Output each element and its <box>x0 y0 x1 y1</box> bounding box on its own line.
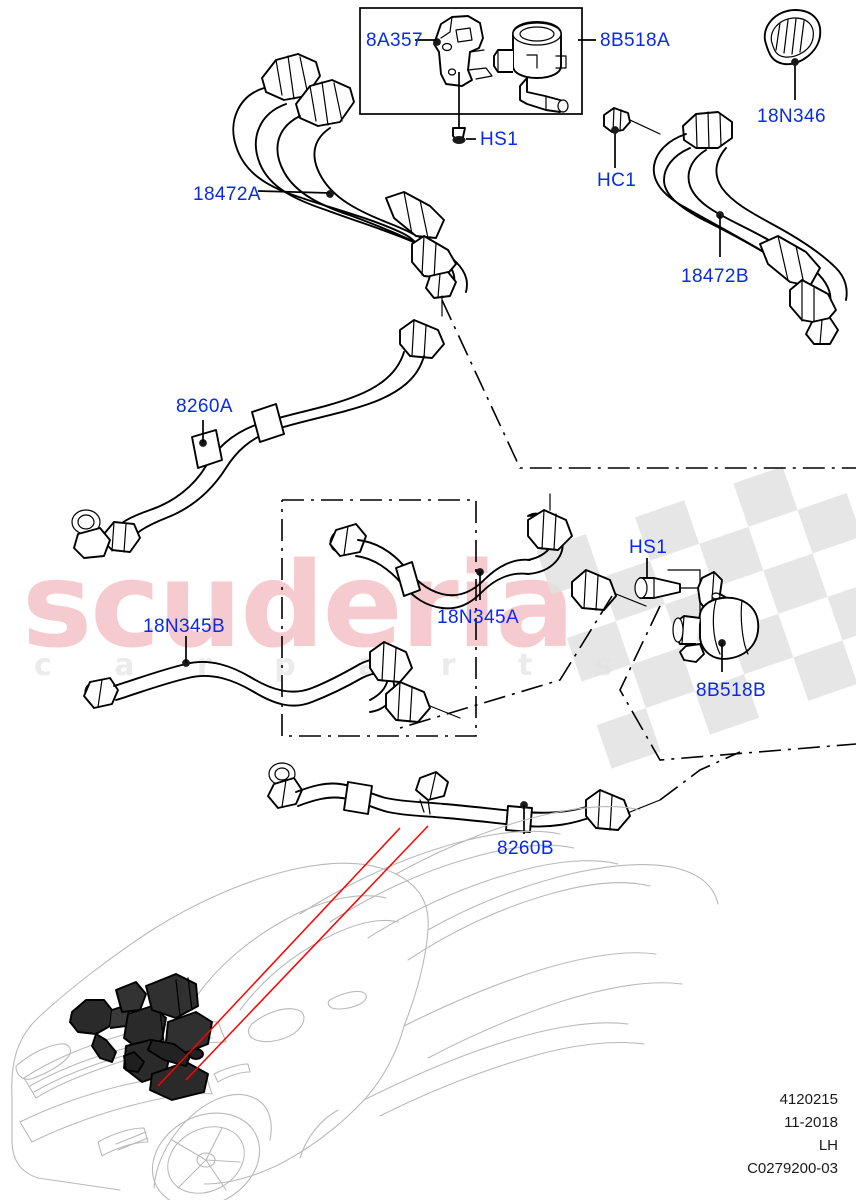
part-HC1-clip <box>603 107 661 168</box>
callout-label-18N345B[interactable]: 18N345B <box>143 616 226 637</box>
callout-label-hs1-mid[interactable]: HS1 <box>629 537 668 558</box>
callout-label-8B518B[interactable]: 8B518B <box>696 680 767 701</box>
engine-bay-parts <box>69 973 213 1101</box>
assembly-reference-lines <box>281 299 856 801</box>
meta-date: 11-2018 <box>784 1114 838 1131</box>
callout-label-18N346[interactable]: 18N346 <box>757 106 826 127</box>
part-8B518A-coolant-pump <box>493 21 569 113</box>
inset-box-pump-assembly <box>359 7 596 115</box>
part-18N345A-hose <box>329 493 647 611</box>
part-8B518B-pump <box>672 571 760 672</box>
part-8260A-hose <box>71 319 445 559</box>
vehicle-leader-line-2 <box>185 825 429 1081</box>
callout-label-18472A[interactable]: 18472A <box>193 184 261 205</box>
meta-reference: C0279200-03 <box>747 1160 838 1177</box>
part-8260B-hose <box>267 762 661 834</box>
callout-label-18N345A[interactable]: 18N345A <box>437 607 520 628</box>
part-18472A-hose <box>232 53 468 317</box>
callout-label-8A357[interactable]: 8A357 <box>366 30 423 51</box>
callout-label-8260A[interactable]: 8260A <box>176 396 233 417</box>
vehicle-leader-line-1 <box>157 827 401 1087</box>
vehicle-illustration <box>11 806 719 1200</box>
meta-side: LH <box>818 1137 838 1154</box>
part-18472B-hose <box>652 111 848 345</box>
part-8A357-bracket <box>433 15 493 87</box>
part-18N345B-hose <box>83 636 461 723</box>
callout-label-8260B[interactable]: 8260B <box>497 838 554 859</box>
callout-label-hc1[interactable]: HC1 <box>597 170 637 191</box>
meta-drawing-number: 4120215 <box>779 1091 838 1108</box>
drawing-meta-block: 4120215 11-2018 LH C0279200-03 <box>747 1088 838 1180</box>
part-HS1-screw-top <box>452 72 476 144</box>
callout-label-18472B[interactable]: 18472B <box>681 266 749 287</box>
callout-label-hs1-top[interactable]: HS1 <box>480 129 519 150</box>
callout-label-8B518A[interactable]: 8B518A <box>600 30 671 51</box>
part-18N346-grommet <box>763 9 822 100</box>
part-HS1-screw-mid <box>634 558 701 621</box>
